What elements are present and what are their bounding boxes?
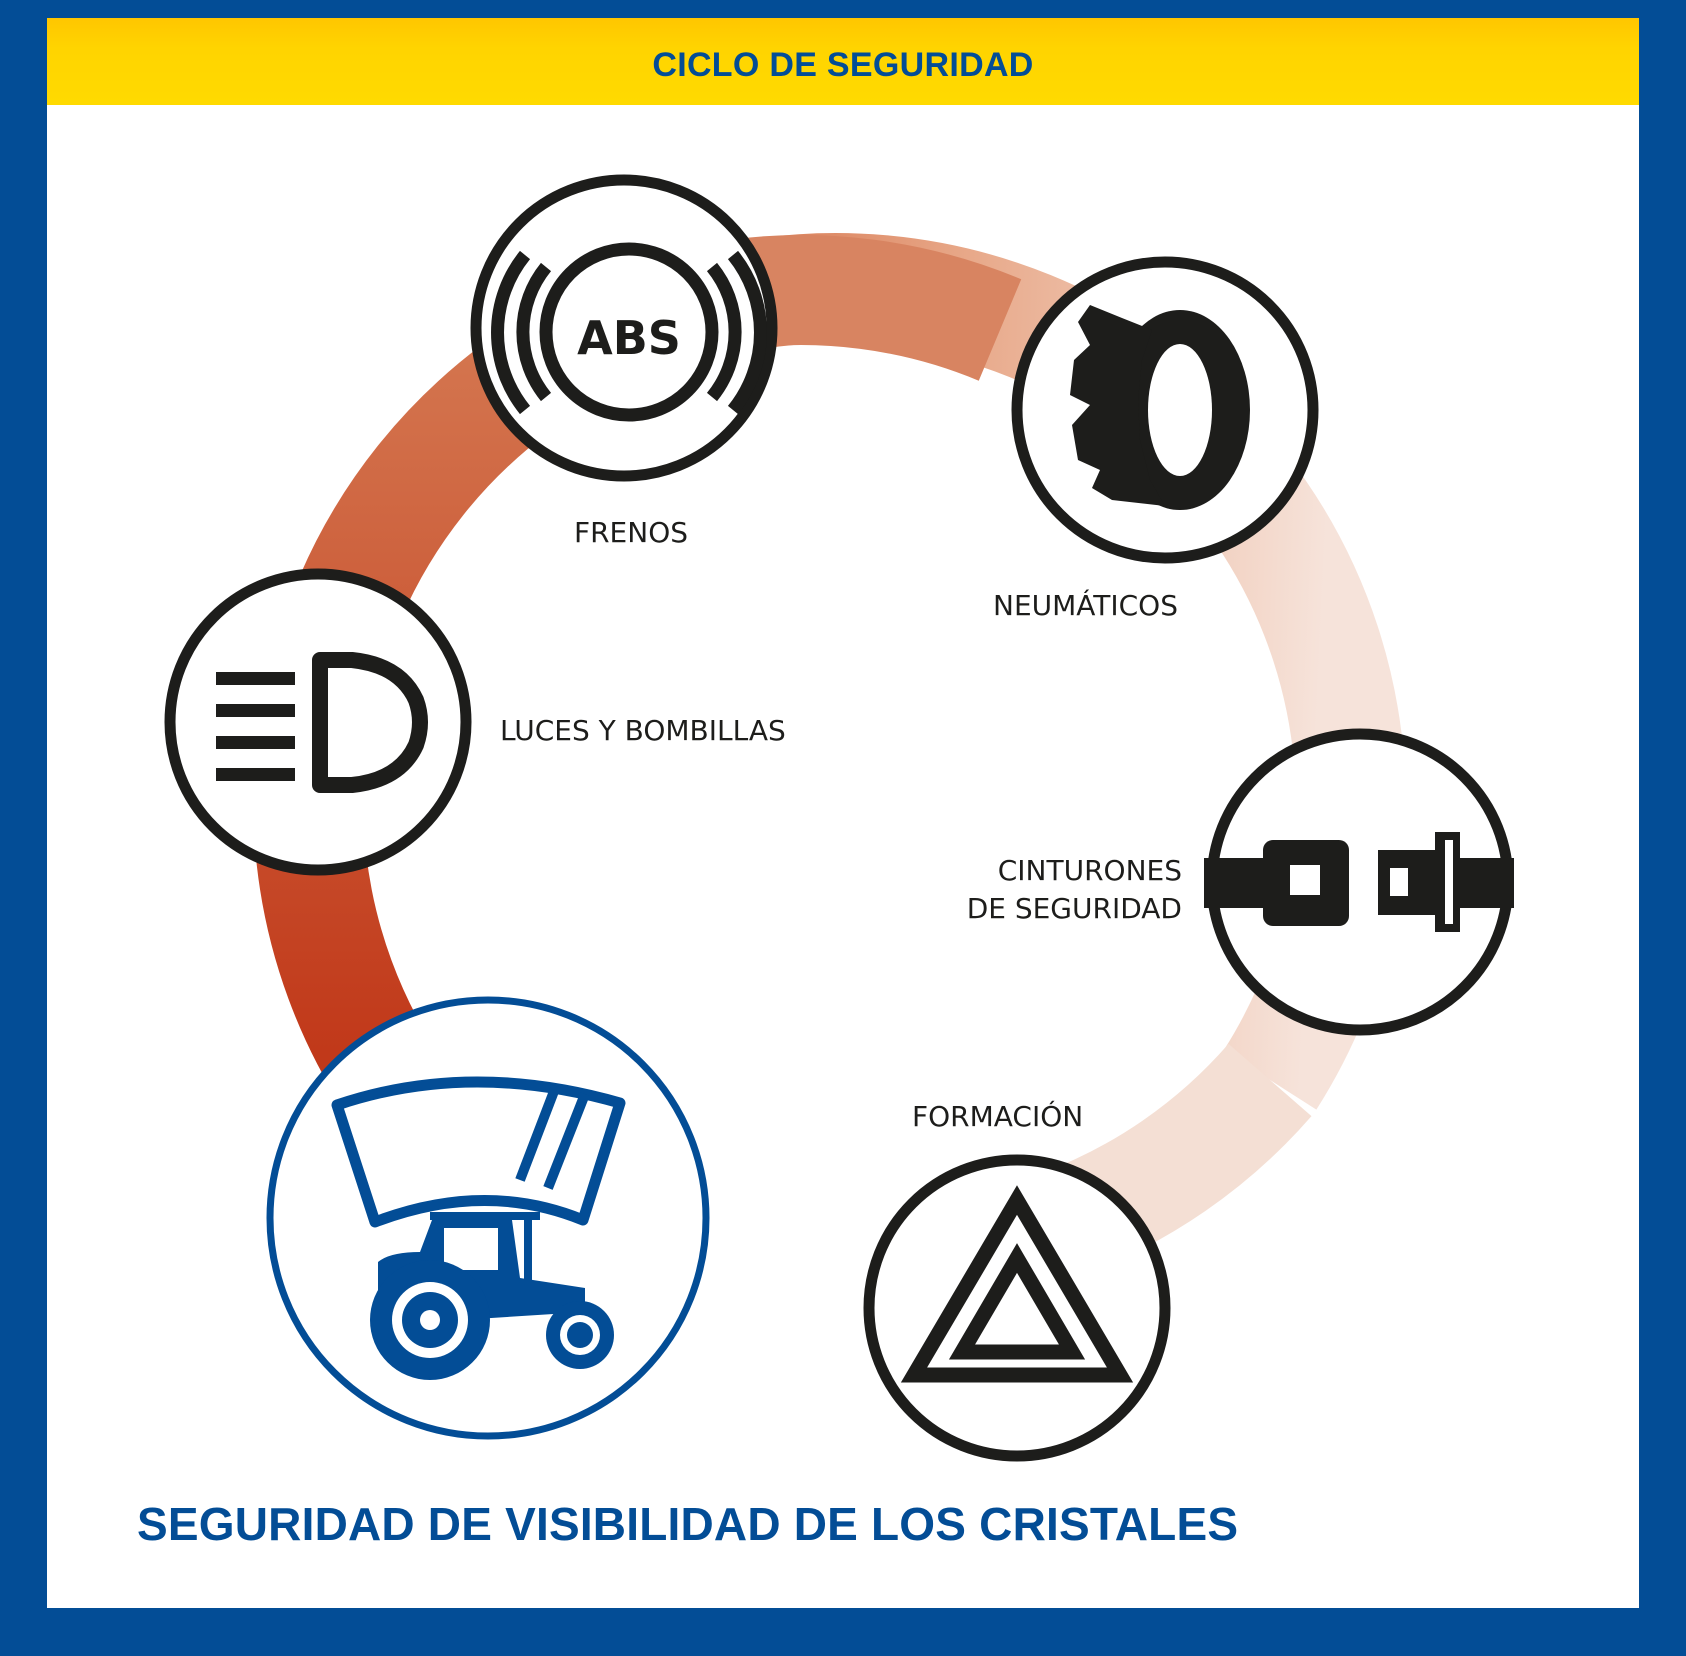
label-seatbelts: CINTURONES DE SEGURIDAD	[930, 852, 1182, 928]
brakes-node: ABS	[470, 174, 778, 482]
headlight-icon	[216, 652, 428, 793]
training-node	[863, 1154, 1171, 1462]
label-seatbelts-line1: CINTURONES	[997, 854, 1182, 887]
page-title: CICLO DE SEGURIDAD	[652, 46, 1034, 84]
label-lights: LUCES Y BOMBILLAS	[500, 714, 786, 747]
label-training: FORMACIÓN	[912, 1100, 1084, 1133]
abs-text: ABS	[577, 311, 681, 365]
lights-node	[164, 568, 472, 876]
seatbelt-icon	[1204, 832, 1514, 932]
visibility-node	[266, 996, 710, 1440]
label-brakes: FRENOS	[574, 516, 689, 549]
label-tyres: NEUMÁTICOS	[993, 589, 1178, 622]
windshield-tractor-icon	[331, 1076, 626, 1380]
warning-triangle-icon	[900, 1185, 1134, 1383]
seatbelts-node	[1204, 728, 1514, 1036]
tyres-node	[1011, 256, 1319, 564]
header-banner: CICLO DE SEGURIDAD	[47, 18, 1639, 105]
highlighted-item-title: SEGURIDAD DE VISIBILIDAD DE LOS CRISTALE…	[137, 1498, 1239, 1550]
label-seatbelts-line2: DE SEGURIDAD	[966, 892, 1182, 925]
abs-brake-icon: ABS	[491, 242, 767, 422]
tyre-icon	[1070, 305, 1250, 510]
